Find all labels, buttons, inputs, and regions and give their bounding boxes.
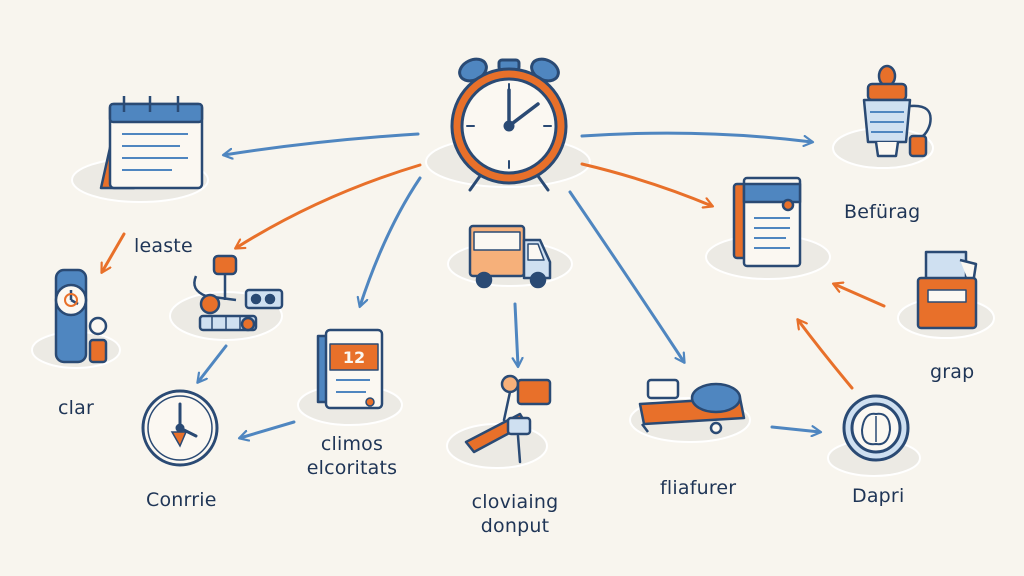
alarm-clock-icon xyxy=(450,57,568,192)
arrow-to-calendar xyxy=(224,132,420,155)
arrow-tools-to-wallclock xyxy=(198,344,228,382)
label-conrrie: Conrrie xyxy=(146,489,217,511)
label-befurag: Befürag xyxy=(844,201,921,223)
label-cloviaing: cloviaing donput xyxy=(460,490,570,538)
arrow-to-sleeper xyxy=(568,190,684,362)
arrow-sleeper-to-badge xyxy=(770,427,820,432)
delivery-truck-icon xyxy=(468,224,552,289)
label-leaste: leaste xyxy=(134,235,193,257)
label-clar: clar xyxy=(58,397,94,419)
arrow-folder-to-documents xyxy=(834,284,886,308)
arrow-to-dated-calendar xyxy=(360,176,422,306)
label-cloviaing-line2: donput xyxy=(480,515,550,537)
arrow-to-mug xyxy=(580,131,812,142)
arrow-calendar-to-wallclock xyxy=(240,420,296,438)
watch-icon xyxy=(54,268,108,364)
arrow-truck-to-person xyxy=(515,302,518,366)
label-fliafurer: fliafurer xyxy=(660,477,737,499)
svg-text:12: 12 xyxy=(343,348,365,367)
mug-icon xyxy=(862,64,932,158)
arrow-badge-to-documents xyxy=(798,320,854,390)
arrows xyxy=(102,131,886,438)
sleeping-person-icon xyxy=(638,378,746,435)
arrow-leaste-to-watch xyxy=(102,232,126,272)
label-dapri: Dapri xyxy=(852,485,905,507)
document-stack-icon xyxy=(732,176,802,268)
wall-clock-icon xyxy=(141,389,219,467)
folder-box-icon xyxy=(916,250,978,330)
arrow-to-documents xyxy=(580,162,712,206)
tools-icon xyxy=(193,254,284,332)
clock-badge-icon xyxy=(842,394,910,462)
calendar-icon xyxy=(99,96,204,190)
dated-calendar-icon: 12 xyxy=(316,328,384,410)
person-icon xyxy=(464,374,552,464)
label-climos-line2: elcoritats xyxy=(306,457,398,479)
label-climos: climos elcoritats xyxy=(300,432,404,480)
arrow-to-tools xyxy=(236,163,422,248)
label-grap: grap xyxy=(930,361,975,383)
label-cloviaing-line1: cloviaing xyxy=(471,491,559,513)
label-climos-line1: climos xyxy=(320,433,384,455)
